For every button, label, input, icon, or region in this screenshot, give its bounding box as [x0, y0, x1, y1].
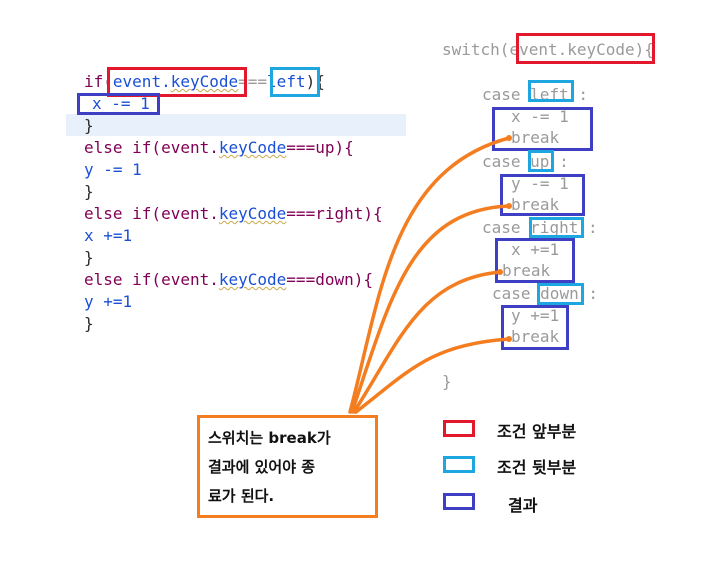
keycode-token: keyCode [218, 138, 287, 157]
case-right-label-box [529, 217, 584, 238]
case-keyword: case [482, 152, 521, 171]
else-if-right-line: else if(event.keyCode===right){ [84, 204, 383, 224]
close-brace-3: } [84, 248, 94, 267]
note-line-1: 스위치는 break가 [208, 429, 331, 447]
case-right-line: case right : [482, 218, 598, 238]
case-keyword: case [482, 218, 521, 237]
connector-to-left-break [348, 136, 511, 414]
legend-swatch-cyan [443, 456, 475, 473]
case-label: down [540, 284, 579, 303]
case-keyword: case [482, 85, 521, 104]
annotation-note: 스위치는 break가 결과에 있어야 종 료가 된다. [197, 415, 378, 518]
case-colon: : [578, 85, 588, 104]
down-compare: ===down){ [286, 270, 373, 289]
case-up-body: y -= 1 [511, 174, 569, 193]
switch-condition-front-box [516, 33, 655, 64]
case-up-label-box [528, 150, 554, 172]
connector-dot [506, 135, 512, 141]
x-increment-line: x +=1 [84, 226, 133, 245]
legend-label-condition-front: 조건 앞부분 [497, 422, 577, 441]
case-down-result-box [501, 305, 569, 350]
note-line-2: 결과에 있어야 종 [208, 458, 316, 476]
legend-label-condition-back: 조건 뒷부분 [497, 458, 577, 477]
case-left-break: break [511, 128, 560, 147]
if-brace: ){ [305, 72, 325, 91]
connector-to-right-break [352, 270, 502, 414]
case-down-body: y +=1 [511, 306, 560, 325]
condition-back-box [270, 67, 320, 97]
switch-expression: event.keyCode [509, 40, 635, 59]
connector-dot [506, 336, 512, 342]
condition-front-box [107, 67, 247, 97]
connector-to-down-break [354, 337, 511, 414]
connector-dot [497, 269, 503, 275]
right-compare: ===right){ [286, 204, 383, 223]
case-up-result-box [500, 174, 585, 216]
case-up-line: case up : [482, 152, 569, 172]
else-if-text: else if(event. [84, 138, 219, 157]
case-up-break: break [511, 195, 560, 214]
else-if-text: else if(event. [84, 270, 219, 289]
case-left-label-box [528, 80, 574, 102]
result-box [77, 93, 160, 115]
x-decrement-line: x -= 1 [92, 94, 150, 113]
legend-label-result: 결과 [508, 496, 538, 515]
switch-brace: ){ [634, 40, 654, 59]
if-keyword: if( [84, 72, 113, 91]
case-left-body: x -= 1 [511, 107, 569, 126]
else-if-down-line: else if(event.keyCode===down){ [84, 270, 373, 290]
case-keyword: case [492, 284, 531, 303]
event-token: event. [112, 72, 171, 91]
note-line-3: 료가 된다. [208, 487, 275, 505]
keycode-token: keyCode [218, 204, 287, 223]
switch-keyword: switch( [442, 40, 510, 59]
current-line-highlight [66, 114, 406, 136]
case-left-result-box [492, 107, 593, 151]
up-compare: ===up){ [286, 138, 354, 157]
switch-close-brace: } [442, 372, 452, 391]
legend-swatch-blue [443, 493, 475, 510]
case-down-break: break [511, 327, 560, 346]
connector-to-up-break [350, 204, 511, 414]
keycode-token: keyCode [170, 72, 239, 91]
connector-dot [506, 203, 512, 209]
y-decrement-line: y -= 1 [84, 160, 142, 179]
case-right-result-box [495, 238, 575, 283]
case-label: right [530, 218, 579, 237]
case-right-body: x +=1 [511, 240, 560, 259]
legend-swatch-red [443, 420, 475, 437]
keycode-token: keyCode [218, 270, 287, 289]
y-increment-line: y +=1 [84, 292, 133, 311]
else-if-up-line: else if(event.keyCode===up){ [84, 138, 354, 158]
case-colon: : [559, 152, 569, 171]
case-down-label-box [537, 283, 584, 305]
left-token: left [267, 72, 306, 91]
else-if-text: else if(event. [84, 204, 219, 223]
case-colon: : [588, 284, 598, 303]
if-line: if(event.keyCode===left){ [84, 72, 325, 92]
close-brace-1: } [84, 116, 94, 135]
switch-line: switch(event.keyCode){ [442, 40, 654, 60]
case-colon: : [587, 218, 598, 237]
case-right-break: break [502, 261, 551, 280]
close-brace-2: } [84, 182, 94, 201]
case-down-line: case down : [492, 284, 598, 304]
close-brace-4: } [84, 314, 94, 333]
case-label: up [530, 152, 550, 171]
